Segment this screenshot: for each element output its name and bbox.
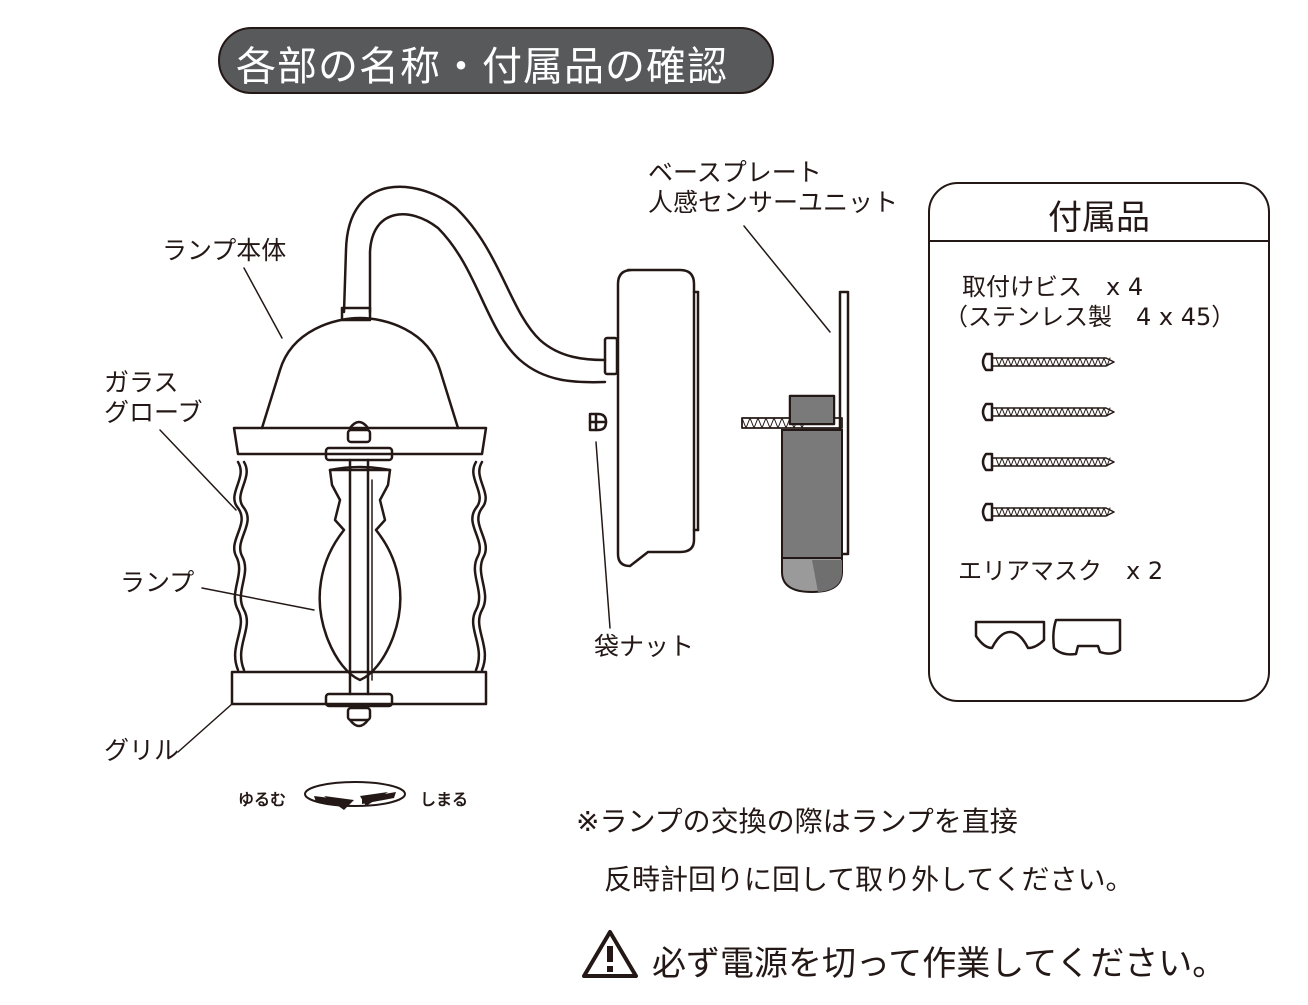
rotation-arrowheads xyxy=(314,792,396,810)
screws-spec: （ステンレス製 4 x 45） xyxy=(944,303,1236,331)
title-banner xyxy=(218,27,774,94)
rotation-arrows xyxy=(304,781,406,807)
glass-globe xyxy=(233,460,487,672)
area-masks xyxy=(974,618,1122,656)
base-box xyxy=(616,268,700,568)
lamp-body-dome xyxy=(260,306,460,430)
label-grill: グリル xyxy=(104,736,180,765)
center-rod xyxy=(324,420,394,728)
screws-label: 取付けビス x 4 xyxy=(962,273,1144,301)
label-lamp-body: ランプ本体 xyxy=(162,236,287,265)
warning-icon xyxy=(582,930,638,978)
accessories-title: 付属品 xyxy=(1048,198,1150,238)
gooseneck-arm xyxy=(342,185,619,384)
accessories-divider xyxy=(930,240,1268,242)
label-cap-nut: 袋ナット xyxy=(594,632,695,661)
top-ring xyxy=(232,426,488,456)
grill xyxy=(230,670,488,706)
sensor-unit-fill xyxy=(781,395,843,594)
page-title: 各部の名称・付属品の確認 xyxy=(236,44,728,90)
warning-text: 必ず電源を切って作業してください。 xyxy=(652,944,1227,984)
screws xyxy=(981,352,1115,522)
label-glass-globe-line1: ガラス xyxy=(104,368,179,397)
note-line-1: ※ランプの交換の際はランプを直接 xyxy=(576,805,1018,838)
lamp-bulb xyxy=(318,465,402,682)
accessories-panel xyxy=(928,182,1270,702)
rotation-tighten-label: しまる xyxy=(420,790,469,809)
rotation-loosen-label: ゆるむ xyxy=(238,790,287,809)
label-lamp: ランプ xyxy=(120,568,195,597)
label-glass-globe-line2: グローブ xyxy=(104,398,203,427)
label-motion-sensor-unit: 人感センサーユニット xyxy=(648,188,899,217)
note-line-2: 反時計回りに回して取り外してください。 xyxy=(604,863,1134,896)
cap-nut xyxy=(588,412,608,432)
label-base-plate: ベースプレート xyxy=(648,158,822,187)
leader-lines xyxy=(159,225,831,753)
area-mask-label: エリアマスク x 2 xyxy=(958,557,1164,585)
